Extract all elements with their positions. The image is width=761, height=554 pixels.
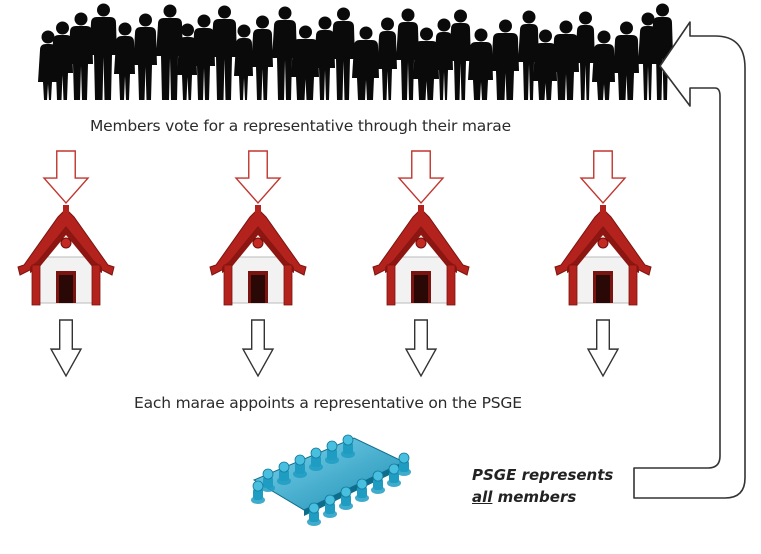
note-psge-represents: PSGE represents all members: [472, 464, 613, 508]
vote-arrow-icon: [397, 150, 445, 205]
caption-marae-appoints: Each marae appoints a representative on …: [134, 394, 522, 412]
vote-arrow-icon: [579, 150, 627, 205]
marae-house-icon: [554, 205, 652, 306]
appoint-arrow-icon: [404, 319, 438, 378]
marae-house-icon: [209, 205, 307, 306]
note-line-1: PSGE represents: [472, 466, 614, 484]
appoint-arrow-icon: [586, 319, 620, 378]
vote-arrow-icon: [42, 150, 90, 205]
vote-arrow-icon: [234, 150, 282, 205]
note-all-underlined: all: [472, 488, 493, 506]
meeting-figure-icon: [371, 470, 385, 494]
meeting-figure-icon: [397, 452, 411, 476]
crowd-silhouette-icon: [38, 3, 673, 100]
meeting-figure-icon: [323, 494, 337, 518]
meeting-table-icon: [251, 434, 411, 526]
marae-house-icon: [372, 205, 470, 306]
note-line-2: all members: [472, 486, 613, 508]
caption-members-vote: Members vote for a representative throug…: [90, 117, 511, 135]
meeting-figure-icon: [339, 486, 353, 510]
loop-arrow-icon: [633, 21, 746, 499]
meeting-figure-icon: [387, 463, 401, 487]
meeting-figure-icon: [355, 478, 369, 502]
note-members: members: [492, 488, 577, 506]
appoint-arrow-icon: [49, 319, 83, 378]
meeting-figure-icon: [293, 454, 307, 478]
meeting-figure-icon: [277, 461, 291, 485]
meeting-figure-icon: [309, 447, 323, 471]
meeting-figure-icon: [325, 440, 339, 464]
appoint-arrow-icon: [241, 319, 275, 378]
meeting-figure-icon: [341, 434, 355, 458]
marae-house-icon: [17, 205, 115, 306]
meeting-figure-icon: [251, 480, 265, 504]
meeting-figure-icon: [307, 502, 321, 526]
meeting-figure-icon: [261, 468, 275, 492]
